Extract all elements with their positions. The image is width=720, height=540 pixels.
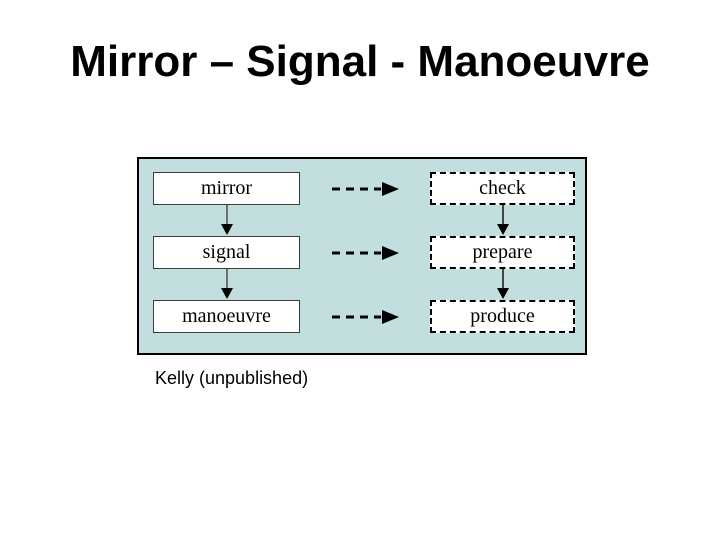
dashed-arrow-signal-to-prepare (330, 245, 400, 261)
page-title: Mirror – Signal - Manoeuvre (70, 37, 650, 86)
arrow-down-icon (497, 205, 509, 235)
flow-box-prepare: prepare (430, 236, 575, 269)
arrow-down-prepare-to-produce (495, 269, 511, 300)
arrow-down-icon (221, 205, 233, 235)
arrow-down-check-to-prepare (495, 205, 511, 236)
flow-box-check: check (430, 172, 575, 205)
flow-box-signal: signal (153, 236, 300, 269)
dashed-arrow-right-icon (332, 182, 399, 196)
flow-box-mirror: mirror (153, 172, 300, 205)
arrow-down-icon (497, 269, 509, 299)
arrow-down-signal-to-manoeuvre (219, 269, 235, 300)
dashed-arrow-right-icon (332, 310, 399, 324)
diagram-panel: mirror signal manoeuvre check prepare pr… (137, 157, 587, 355)
dashed-arrow-right-icon (332, 246, 399, 260)
dashed-arrow-mirror-to-check (330, 181, 400, 197)
flow-box-produce: produce (430, 300, 575, 333)
arrow-down-icon (221, 269, 233, 299)
arrow-down-mirror-to-signal (219, 205, 235, 236)
caption: Kelly (unpublished) (155, 368, 309, 388)
flow-box-manoeuvre: manoeuvre (153, 300, 300, 333)
dashed-arrow-manoeuvre-to-produce (330, 309, 400, 325)
